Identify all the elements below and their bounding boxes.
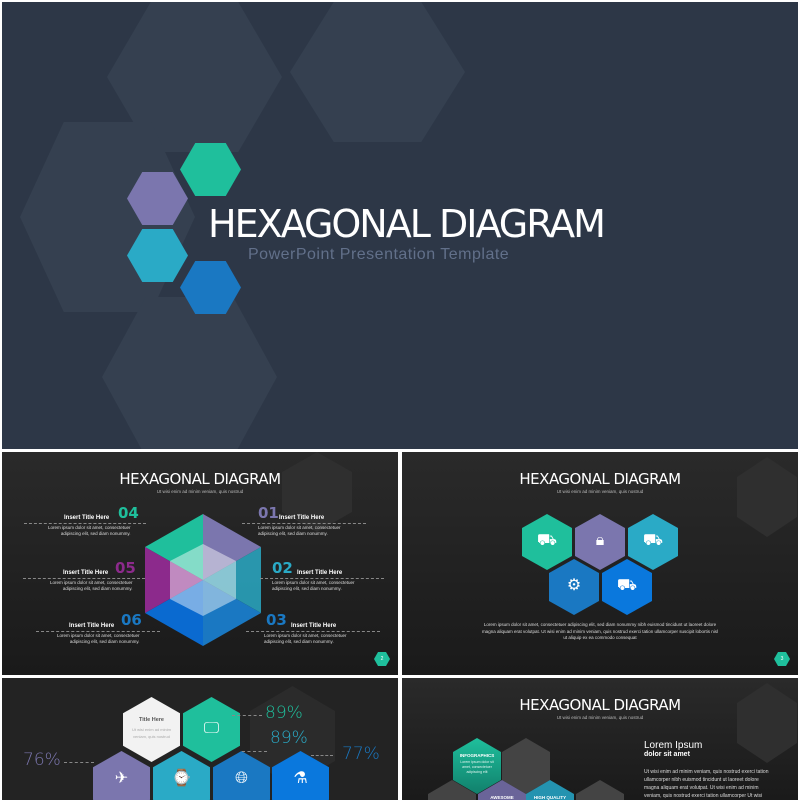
hexagon-purple: 🔒︎ [575,514,625,570]
face-01 [203,514,261,580]
face-06 [145,580,203,646]
watch-icon: ⌚ [171,770,192,787]
page-number-badge: 3 [774,652,790,666]
concrete-pump-truck-icon: ⛟ [642,532,664,549]
item-title: Insert Title Here [297,570,343,576]
heading: Lorem Ipsum [644,740,703,751]
crane-truck-icon: ⛟ [616,577,638,594]
slide-subtitle: Ut wisi enim ad minim veniam, quis nostr… [556,715,644,720]
slide-thumbnail-3[interactable]: HEXAGONAL DIAGRAM Ut wisi enim ad minim … [402,452,798,675]
hexagon-purple: ✈ [93,751,150,800]
face-02 [203,547,261,613]
slide-subtitle: Ut wisi enim ad minim veniam, quis nostr… [156,489,244,494]
item-number: 06 [121,611,142,629]
subheading: dolor sit amet [644,751,690,758]
leader-line [24,523,146,524]
slide-thumbnail-5[interactable]: HEXAGONAL DIAGRAM Ut wisi enim ad minim … [402,678,798,800]
page-number-badge: 2 [374,652,390,666]
slide-subtitle: Ut wisi enim ad minim veniam, quis nostr… [556,489,644,494]
item-number: 04 [118,504,139,522]
cube-hexagon-diagram [145,514,261,646]
bg-hexagon [737,683,797,763]
face-04 [145,514,203,580]
percentage-label: 89% [265,703,303,723]
percentage-label: 77% [342,744,380,764]
cover-slide[interactable]: HEXAGONAL DIAGRAM PowerPoint Presentatio… [2,2,798,449]
item-body: Lorem ipsum dolor sit amet, consectetuer… [57,633,140,644]
item-title: Insert Title Here [291,623,337,629]
percentage-label: 89% [270,728,308,748]
bg-hexagon [290,2,465,142]
slide-body: Lorem ipsum dolor sit amet, consectetuer… [481,622,719,640]
leader-line [64,762,94,763]
gray-hexagon [576,780,624,800]
body-text: Ut wisi enim ad minim veniam, quis nostr… [644,769,769,799]
hexagon-cyan: ⛟ [628,514,678,570]
bg-hexagon [737,457,797,537]
slide-title: HEXAGONAL DIAGRAM [519,696,681,714]
paper-plane-icon: ✈ [114,770,129,787]
item-title: Insert Title Here [64,515,110,521]
bg-hexagon [102,297,277,449]
item-body: Lorem ipsum dolor sit amet, consectetuer… [50,580,133,591]
hexagon-blue: ⚙ [549,559,599,615]
item-body: Lorem ipsum dolor sit amet, consectetuer… [264,633,347,644]
flask-icon: ⚗ [293,770,308,787]
hexagon-purple [127,172,188,225]
item-title: Insert Title Here [279,515,325,521]
inner-hexagon [170,544,236,616]
lock-icon: 🔒︎ [595,532,605,549]
slide-title: HEXAGONAL DIAGRAM [119,470,281,488]
item-body: Lorem ipsum dolor sit amet, consectetuer… [272,580,355,591]
hexagon-green: ⛟ [522,514,572,570]
hexagon-cyan [127,229,188,282]
item-body: Lorem ipsum dolor sit amet, consectetuer… [258,525,341,536]
hex-title: HIGH QUALITY [533,795,567,800]
leader-line [23,578,145,579]
hexagon-green [180,143,241,196]
item-number: 05 [115,559,136,577]
slide-title: HEXAGONAL DIAGRAM [519,470,681,488]
item-title: Insert Title Here [63,570,109,576]
hexagon-blue [180,261,241,314]
item-number: 01 [258,504,279,522]
hexagon-brightblue: ⛟ [602,559,652,615]
leader-line [246,631,380,632]
cover-subtitle: PowerPoint Presentation Template [248,246,510,263]
face-03 [203,580,261,646]
leader-line [242,751,267,752]
cement-mixer-truck-icon: ⛟ [536,532,558,549]
face-05 [145,547,203,613]
hex-title: AWESOME [490,795,514,800]
leader-line [260,578,384,579]
monitor-icon: 🖵 [203,720,220,737]
percentage-label: 76% [23,750,61,770]
item-number: 03 [266,611,287,629]
globe-icon: 🌐︎ [235,770,248,787]
cover-title: HEXAGONAL DIAGRAM [208,202,606,246]
card-title: Title Here [139,717,164,723]
hexagon-cyan: ⌚ [153,751,210,800]
leader-line [311,755,333,756]
item-body: Lorem ipsum dolor sit amet, consectetuer… [48,525,131,536]
leader-line [242,523,366,524]
item-title: Insert Title Here [69,623,115,629]
leader-line [232,715,262,716]
item-number: 02 [272,559,293,577]
hexagon-green: 🖵 [183,697,240,762]
leader-line [36,631,160,632]
hex-title: INFOGRAPHICS [459,753,495,758]
gear-icon: ⚙ [566,577,582,594]
slide-thumbnail-2[interactable]: HEXAGONAL DIAGRAM Ut wisi enim ad minim … [2,452,398,675]
